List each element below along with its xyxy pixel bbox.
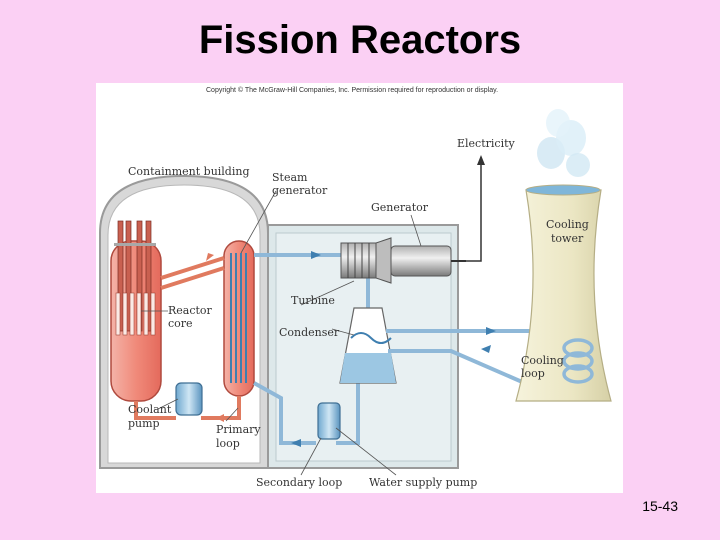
- fuel-rods: [115, 292, 156, 336]
- label-coolant-pump-2: pump: [128, 417, 160, 430]
- leader-lines: [141, 190, 422, 476]
- cooling-return-arrow: [481, 345, 491, 353]
- condenser-coil: [350, 332, 392, 344]
- label-primary-loop-2: loop: [216, 437, 240, 450]
- slide-title: Fission Reactors: [198, 18, 522, 62]
- steam-generator: [223, 240, 255, 397]
- label-coolant-pump-1: Coolant: [128, 403, 172, 416]
- label-steam-generator-1: Steam: [272, 171, 308, 184]
- turbine-blades: [347, 243, 370, 278]
- turbine-outlet: [375, 237, 392, 284]
- label-reactor-core-2: core: [168, 317, 193, 330]
- condenser-water: [340, 353, 396, 383]
- electricity-line: [466, 161, 482, 262]
- label-cooling-tower-1: Cooling: [546, 218, 589, 231]
- cooling-tower-top: [525, 184, 601, 196]
- reactor-diagram-svg: Copyright © The McGraw-Hill Companies, I…: [99, 86, 612, 489]
- slide-page-number: 15-43: [642, 498, 678, 514]
- label-reactor-core-1: Reactor: [168, 304, 213, 317]
- label-containment-building: Containment building: [128, 165, 250, 178]
- cooling-tower: [515, 189, 612, 402]
- label-cooling-tower-2: tower: [551, 232, 584, 245]
- label-electricity: Electricity: [457, 137, 516, 150]
- steam-flow-arrow: [311, 251, 321, 259]
- feedwater-flow-arrow: [291, 439, 301, 447]
- label-secondary-loop: Secondary loop: [256, 476, 342, 489]
- generator: [390, 245, 452, 277]
- steam-plume: [537, 109, 590, 177]
- label-primary-loop-1: Primary: [216, 423, 261, 436]
- water-supply-pump: [317, 402, 341, 440]
- label-cooling-loop-2: loop: [521, 367, 545, 380]
- primary-flow-arrow: [206, 253, 214, 261]
- label-steam-generator-2: generator: [272, 184, 328, 197]
- label-cooling-loop-1: Cooling: [521, 354, 564, 367]
- electricity-arrow: [477, 155, 485, 165]
- cooling-coil: [562, 338, 594, 384]
- label-turbine: Turbine: [291, 294, 335, 307]
- coolant-pump: [175, 382, 203, 416]
- label-water-supply-pump: Water supply pump: [369, 476, 477, 489]
- primary-return-arrow: [216, 414, 224, 422]
- primary-loop-pipes: [134, 256, 241, 420]
- reactor-diagram: Copyright © The McGraw-Hill Companies, I…: [96, 83, 623, 493]
- cooling-out-arrow: [486, 327, 496, 335]
- label-condenser: Condenser: [279, 326, 340, 339]
- turbine: [340, 242, 377, 279]
- copyright-notice: Copyright © The McGraw-Hill Companies, I…: [206, 86, 498, 94]
- steam-generator-tubes: [230, 253, 247, 383]
- label-generator: Generator: [371, 201, 429, 214]
